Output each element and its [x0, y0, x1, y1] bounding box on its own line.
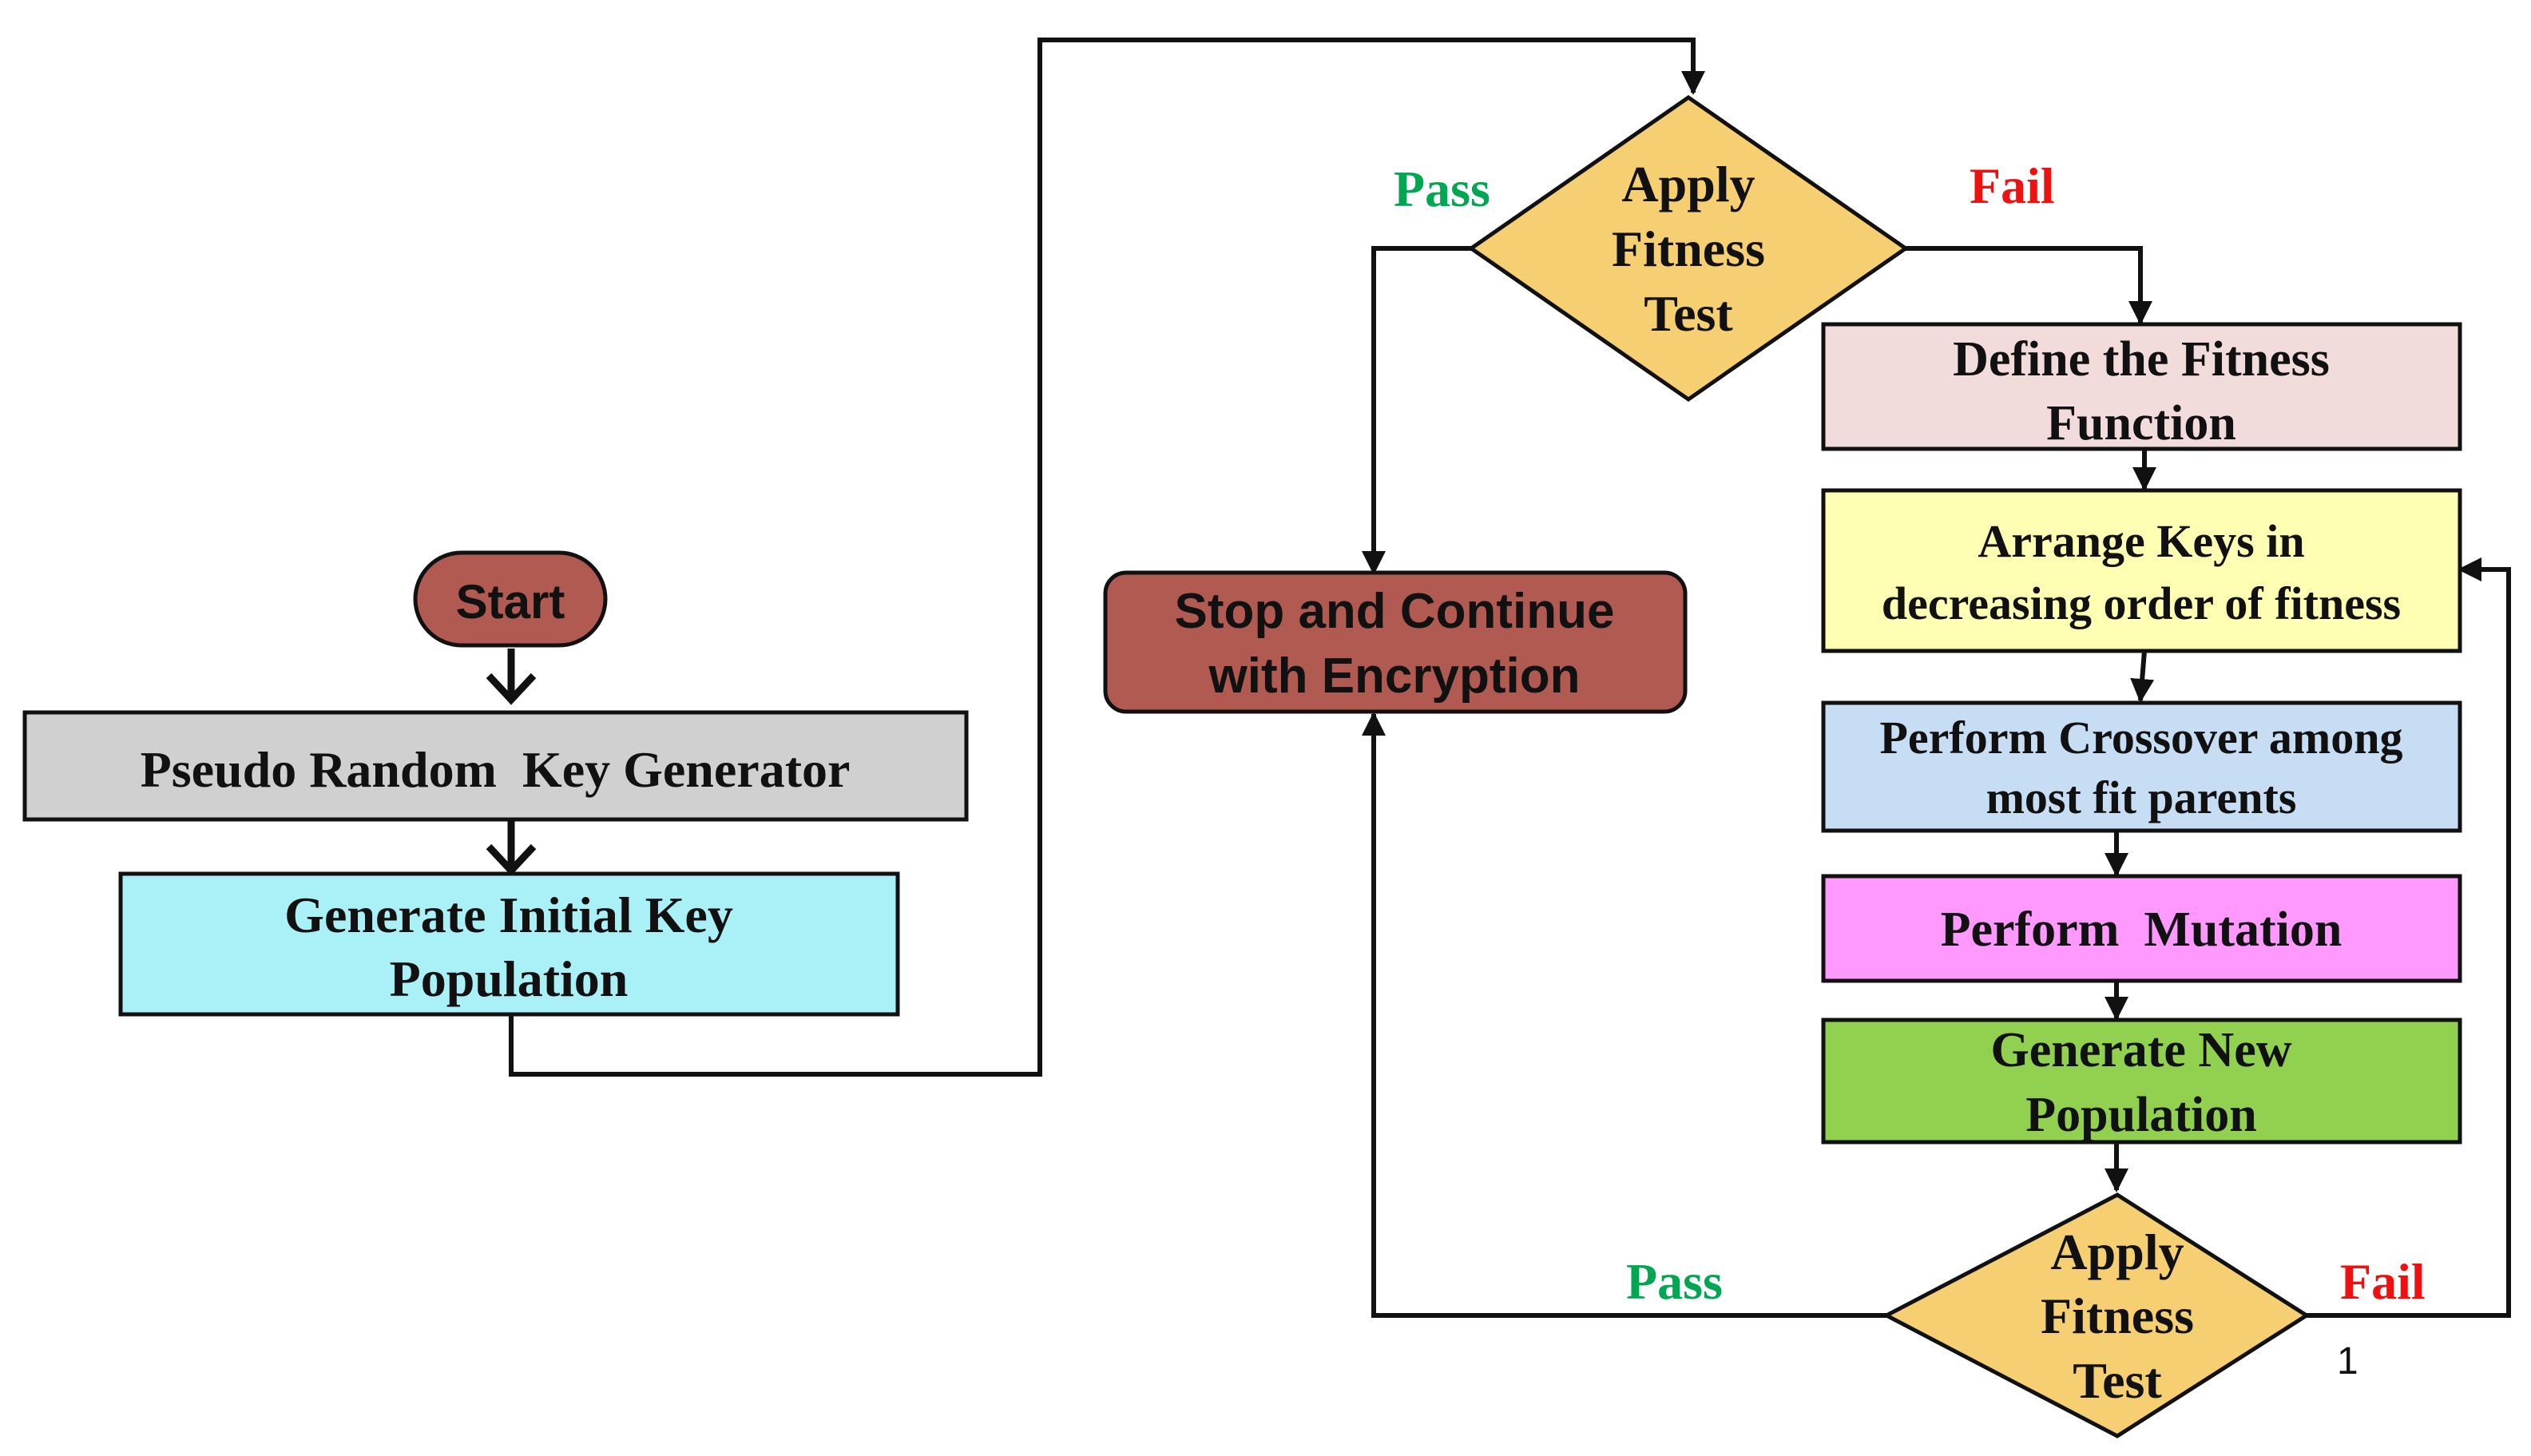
fitness-test-top-label-line2: Fitness	[1612, 220, 1765, 277]
edge-label-top-fail: Fail	[1970, 157, 2055, 214]
node-mutation: Perform Mutation	[1821, 874, 2462, 983]
stop-continue-label-line2: with Encryption	[1208, 649, 1581, 704]
stop-continue-label-line1: Stop and Continue	[1174, 584, 1614, 639]
define-fitness-function-box	[1821, 322, 2462, 451]
connector-population-to-fitness-test	[509, 38, 1705, 1077]
start-terminal	[413, 550, 608, 648]
node-fitness-test-top: Apply Fitness Test	[1467, 94, 1910, 403]
connector-top-pass-to-stop	[1362, 246, 1471, 575]
pseudo-random-key-generator-box	[22, 710, 969, 822]
generate-initial-population-label-line2: Population	[390, 950, 629, 1007]
fitness-test-top-diamond	[1467, 94, 1910, 403]
crossover-box	[1821, 700, 2462, 833]
edge-label-top-pass: Pass	[1394, 161, 1490, 217]
node-stop-continue: Stop and Continue with Encryption	[1103, 570, 1688, 714]
fitness-test-bottom-diamond	[1882, 1192, 2311, 1438]
crossover-label-line1: Perform Crossover among	[1879, 712, 2402, 764]
connector-top-fail-to-define	[1906, 246, 2152, 325]
fitness-test-bottom-label-line3: Test	[2073, 1352, 2162, 1409]
fitness-test-bottom-label-line1: Apply	[2050, 1224, 2184, 1280]
connectors	[486, 38, 2511, 1318]
arrowhead-start-to-generator	[486, 672, 537, 705]
mutation-box	[1821, 874, 2462, 983]
arrange-keys-label-line2: decreasing order of fitness	[1882, 577, 2401, 629]
pseudo-random-key-generator-label: Pseudo Random Key Generator	[141, 741, 851, 798]
arrange-keys-label-line1: Arrange Keys in	[1978, 515, 2304, 567]
node-define-fitness-function: Define the Fitness Function	[1821, 322, 2462, 451]
fitness-test-top-label-line1: Apply	[1621, 156, 1755, 212]
node-crossover: Perform Crossover among most fit parents	[1821, 700, 2462, 833]
arrowhead-generator-to-population	[486, 843, 537, 876]
generate-new-population-label-line2: Population	[2025, 1088, 2256, 1142]
define-fitness-function-label-line1: Define the Fitness	[1953, 332, 2330, 387]
edge-label-bottom-pass: Pass	[1626, 1253, 1723, 1310]
stop-continue-box	[1103, 570, 1688, 714]
node-start: Start	[413, 550, 608, 648]
connector-bottom-pass-to-stop	[1362, 712, 1886, 1318]
fitness-test-bottom-label-line2: Fitness	[2041, 1287, 2194, 1344]
connector-bottom-fail-to-arrange	[2307, 557, 2511, 1318]
node-generate-new-population: Generate New Population	[1821, 1018, 2462, 1145]
generate-initial-population-label-line1: Generate Initial Key	[284, 887, 733, 943]
generate-initial-population-box	[118, 871, 900, 1017]
connector-arrange-to-crossover	[2130, 650, 2155, 703]
arrange-keys-box	[1821, 488, 2462, 653]
generate-new-population-box	[1821, 1018, 2462, 1145]
node-arrange-keys: Arrange Keys in decreasing order of fitn…	[1821, 488, 2462, 653]
edge-labels: Pass Fail Pass Fail	[1394, 157, 2426, 1310]
edge-label-bottom-fail: Fail	[2340, 1253, 2426, 1310]
generate-new-population-label-line1: Generate New	[1991, 1023, 2292, 1077]
fitness-test-top-label-line3: Test	[1644, 285, 1733, 342]
slide-number: 1	[2337, 1340, 2358, 1383]
node-fitness-test-bottom: Apply Fitness Test	[1882, 1192, 2311, 1438]
start-label: Start	[456, 575, 565, 629]
crossover-label-line2: most fit parents	[1986, 772, 2297, 823]
node-pseudo-random-key-generator: Pseudo Random Key Generator	[22, 710, 969, 822]
mutation-label: Perform Mutation	[1941, 903, 2343, 957]
node-generate-initial-population: Generate Initial Key Population	[118, 871, 900, 1017]
define-fitness-function-label-line2: Function	[2046, 396, 2236, 450]
